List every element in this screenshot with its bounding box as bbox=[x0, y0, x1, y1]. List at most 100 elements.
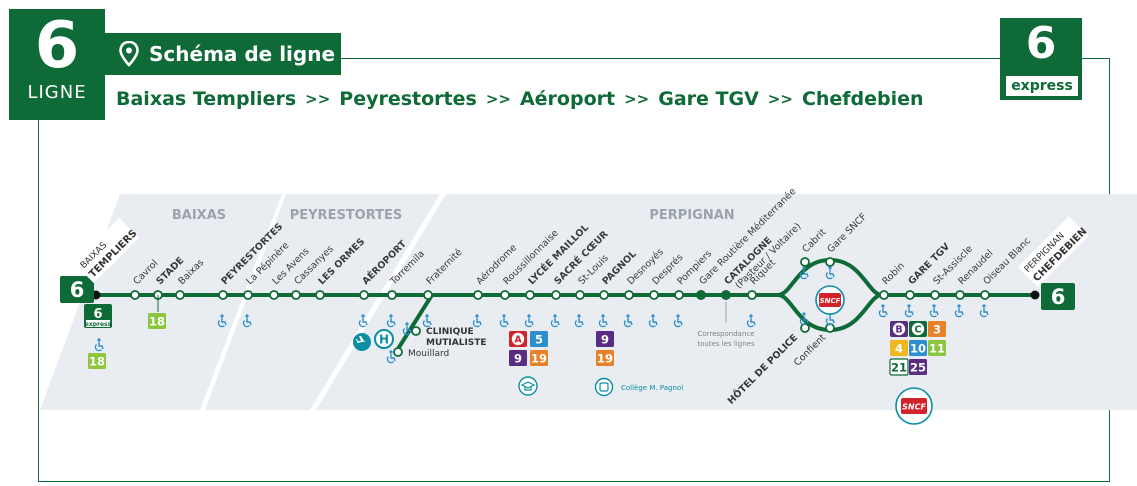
accessibility-icon bbox=[799, 266, 809, 280]
route-separator: >> bbox=[305, 90, 331, 108]
route-stop: Chefdebien bbox=[801, 88, 924, 110]
accessibility-icon bbox=[929, 304, 939, 318]
accessibility-icon bbox=[402, 322, 412, 336]
hospital-icon-letter: H bbox=[379, 333, 389, 347]
correspondance-note-2: toutes les lignes bbox=[697, 340, 755, 348]
chip-tgv-25 bbox=[909, 359, 927, 375]
chip-tgv-4-label: 4 bbox=[895, 342, 903, 356]
stop-marker bbox=[930, 290, 940, 300]
terminus-end-badge-number: 6 bbox=[1051, 285, 1066, 309]
accessibility-icon bbox=[598, 314, 608, 328]
stop-marker bbox=[955, 290, 965, 300]
route-stop: Aéroport bbox=[519, 88, 616, 110]
chip-tgv-11 bbox=[928, 340, 946, 356]
stop-marker bbox=[218, 290, 228, 300]
sncf-icon: SNCF bbox=[895, 387, 933, 425]
stop-marker bbox=[473, 290, 483, 300]
chip-tgv-3-label: 3 bbox=[933, 323, 941, 337]
chip-tgv-25-label: 25 bbox=[910, 361, 926, 375]
accessibility-icon bbox=[472, 314, 482, 328]
stop-marker bbox=[525, 290, 535, 300]
line-badge: 6 LIGNE bbox=[9, 9, 105, 120]
route-separator: >> bbox=[624, 90, 650, 108]
terminus-start-label-bg bbox=[73, 217, 139, 283]
chip-tgv-10 bbox=[909, 340, 927, 356]
graduation-cap-icon bbox=[518, 376, 538, 396]
stop-marker-major bbox=[696, 290, 706, 300]
route-summary: Baixas Templiers >> Peyrestortes >> Aéro… bbox=[116, 86, 924, 112]
chip-pagnol-9 bbox=[596, 331, 614, 347]
stop-marker bbox=[879, 290, 889, 300]
accessibility-icon bbox=[550, 314, 560, 328]
stop-marker bbox=[747, 290, 757, 300]
chip-tgv-4 bbox=[890, 340, 908, 356]
accessibility-icon bbox=[358, 314, 368, 328]
stop-marker bbox=[980, 290, 990, 300]
stop-marker bbox=[674, 290, 684, 300]
accessibility-icon bbox=[422, 314, 432, 328]
chip-tgv-C-label: C bbox=[915, 325, 922, 336]
terminus-end-badge bbox=[1041, 283, 1075, 310]
branch-stop-label-2: Mouillard bbox=[408, 349, 449, 359]
chip-lycee-19 bbox=[530, 350, 548, 366]
sncf-icon-label: SNCF bbox=[820, 297, 841, 305]
branch-stop-label-1b: MUTIALISTE bbox=[426, 338, 487, 348]
chip-lycee-19-label: 19 bbox=[531, 352, 547, 366]
accessibility-icon bbox=[746, 314, 756, 328]
chip-tgv-3 bbox=[928, 321, 946, 337]
terminus-end-label-bg bbox=[1017, 216, 1089, 287]
chip-terminus-18-label: 18 bbox=[89, 355, 105, 369]
accessibility-icon bbox=[954, 304, 964, 318]
stop-marker bbox=[359, 290, 369, 300]
start-express-label: express bbox=[85, 321, 112, 328]
stop-marker bbox=[175, 290, 185, 300]
chip-pagnol-9-label: 9 bbox=[601, 333, 609, 347]
zone-label-peyrestortes: PEYRESTORTES bbox=[290, 208, 403, 223]
terminus-start-badge-number: 6 bbox=[70, 278, 85, 302]
chip-lycee-A-label: A bbox=[514, 335, 522, 346]
route-separator: >> bbox=[767, 90, 793, 108]
chip-pagnol-19-label: 19 bbox=[597, 352, 613, 366]
stop-marker bbox=[291, 290, 301, 300]
chip-lycee-9-label: 9 bbox=[514, 352, 522, 366]
start-express-number: 6 bbox=[93, 307, 102, 322]
hospital-icon: H bbox=[374, 329, 394, 349]
terminus-accessibility-icon bbox=[94, 338, 104, 352]
accessibility-icon bbox=[499, 314, 509, 328]
stop-marker bbox=[243, 290, 253, 300]
chip-terminus-18 bbox=[88, 353, 106, 369]
chip-lycee-5-label: 5 bbox=[535, 333, 543, 347]
start-express-tag bbox=[86, 320, 110, 327]
chip-tgv-11-label: 11 bbox=[929, 342, 945, 356]
terminus-end-marker bbox=[1030, 290, 1040, 300]
sncf-icon-label: SNCF bbox=[902, 403, 926, 412]
stop-marker bbox=[551, 290, 561, 300]
accessibility-icon bbox=[386, 314, 396, 328]
accessibility-icon bbox=[979, 304, 989, 318]
sncf-icon: SNCF bbox=[815, 285, 845, 315]
express-badge: 6 express bbox=[1000, 18, 1082, 100]
line-label: LIGNE bbox=[27, 82, 87, 103]
stop-marker bbox=[315, 290, 325, 300]
route-stop: Gare TGV bbox=[658, 88, 759, 110]
stop-marker bbox=[411, 326, 421, 336]
correspondance-note-1: Correspondance bbox=[697, 330, 754, 338]
accessibility-icon bbox=[217, 314, 227, 328]
route-stop: Baixas Templiers bbox=[116, 88, 297, 110]
zone-peyrestortes bbox=[205, 194, 440, 410]
stop-marker-major bbox=[721, 290, 731, 300]
airport-icon bbox=[353, 333, 371, 351]
title-bar: Schéma de ligne bbox=[105, 33, 341, 75]
express-number: 6 bbox=[1025, 18, 1057, 69]
chip-stade-18-label: 18 bbox=[149, 315, 165, 329]
stop-marker bbox=[575, 290, 585, 300]
stop-marker bbox=[599, 290, 609, 300]
chip-tgv-10-label: 10 bbox=[910, 342, 926, 356]
express-label: express bbox=[1006, 76, 1078, 96]
accessibility-icon bbox=[574, 314, 584, 328]
zone-label-perpignan: PERPIGNAN bbox=[649, 208, 734, 223]
stop-marker bbox=[269, 290, 279, 300]
route-stop: Peyrestortes bbox=[339, 88, 477, 110]
accessibility-icon bbox=[878, 304, 888, 318]
